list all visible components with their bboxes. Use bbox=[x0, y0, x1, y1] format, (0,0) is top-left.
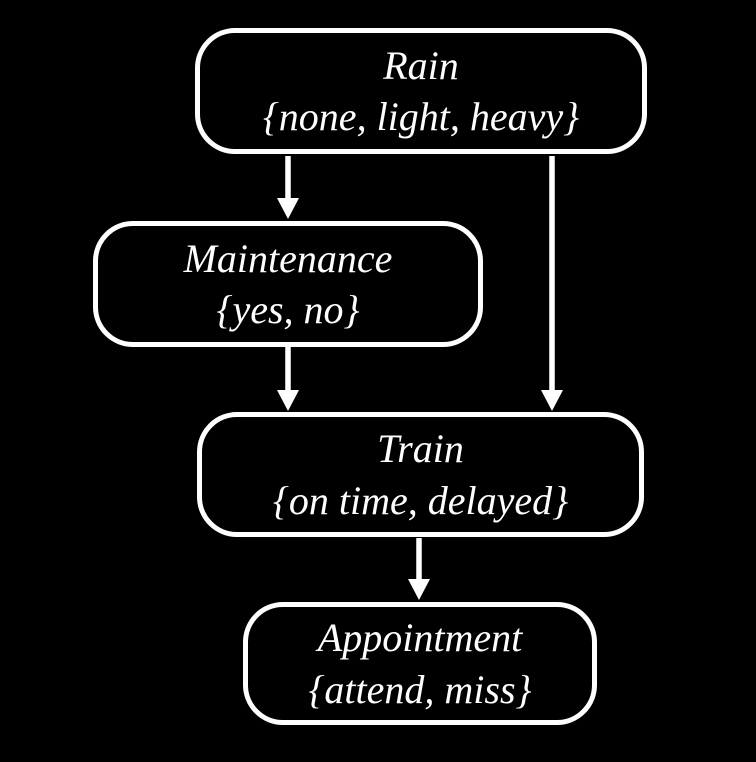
edge-rain-to-train-arrow bbox=[541, 156, 563, 411]
node-rain-domain: {none, light, heavy} bbox=[262, 94, 580, 139]
node-train: Train {on time, delayed} bbox=[197, 412, 644, 537]
node-appointment-domain: {attend, miss} bbox=[308, 666, 532, 712]
node-rain: Rain {none, light, heavy} bbox=[195, 28, 647, 154]
edge-train-to-appointment-arrow bbox=[408, 538, 430, 600]
node-maintenance-label: Maintenance bbox=[183, 235, 393, 281]
node-appointment-label: Appointment bbox=[317, 615, 523, 661]
edge-maintenance-to-train-arrow bbox=[277, 347, 299, 411]
node-maintenance: Maintenance {yes, no} bbox=[93, 221, 483, 347]
node-train-domain: {on time, delayed} bbox=[272, 477, 569, 523]
node-maintenance-domain: {yes, no} bbox=[216, 287, 360, 332]
node-rain-label: Rain bbox=[383, 42, 459, 88]
node-train-label: Train bbox=[377, 426, 464, 472]
node-appointment: Appointment {attend, miss} bbox=[243, 602, 597, 725]
edge-rain-to-maintenance-arrow bbox=[277, 156, 299, 219]
